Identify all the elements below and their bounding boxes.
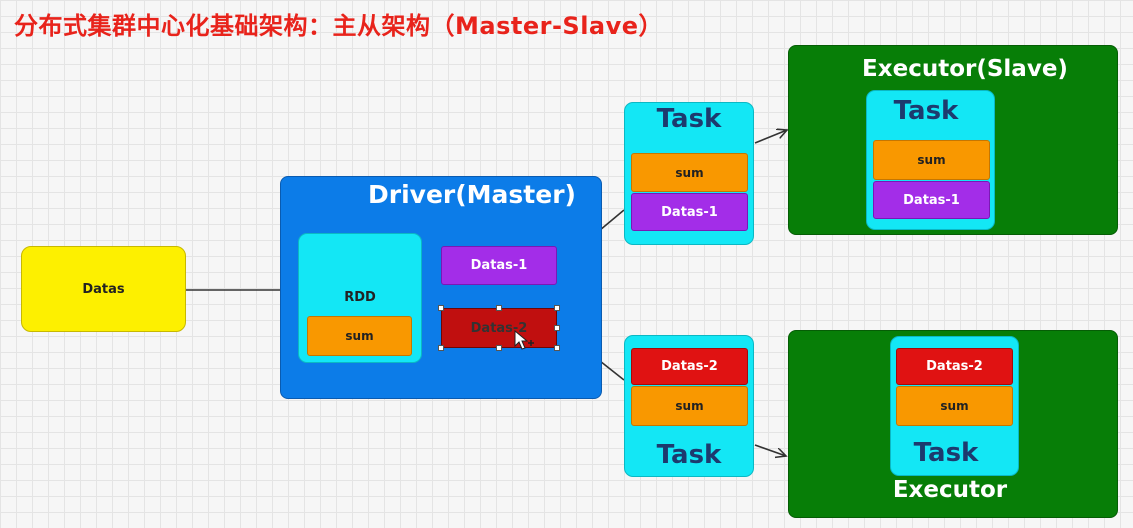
executor-bottom-task-title: Task — [913, 438, 979, 468]
executor-bottom-title: Executor — [892, 477, 1008, 503]
arrow-task-bottom-to-executor — [754, 444, 786, 456]
input-datas-box: Datas — [21, 246, 186, 332]
executor-top-title: Executor(Slave) — [862, 56, 1068, 82]
task-top-sum: sum — [631, 153, 748, 192]
selection-handle-br[interactable] — [554, 345, 560, 351]
executor-top-datas1: Datas-1 — [873, 181, 990, 219]
task-bottom-sum: sum — [631, 386, 748, 426]
selection-handle-r[interactable] — [554, 325, 560, 331]
arrow-task-top-to-executor — [754, 130, 787, 144]
task-top-datas1: Datas-1 — [631, 193, 748, 231]
executor-bottom-datas2: Datas-2 — [896, 348, 1013, 385]
selection-handle-t[interactable] — [496, 305, 502, 311]
executor-bottom-sum: sum — [896, 386, 1013, 426]
executor-top-sum: sum — [873, 140, 990, 180]
driver-datas1-box: Datas-1 — [441, 246, 557, 285]
move-cursor-icon — [514, 330, 534, 350]
task-bottom-title: Task — [656, 440, 722, 470]
selection-handle-tl[interactable] — [438, 305, 444, 311]
diagram-title: 分布式集群中心化基础架构：主从架构（Master-Slave） — [14, 12, 664, 40]
selection-handle-bl[interactable] — [438, 345, 444, 351]
driver-sum-box: sum — [307, 316, 412, 356]
executor-top-task-title: Task — [893, 96, 959, 126]
task-top-title: Task — [656, 104, 722, 134]
driver-title: Driver(Master) — [368, 180, 576, 209]
selection-handle-b[interactable] — [496, 345, 502, 351]
selection-handle-tr[interactable] — [554, 305, 560, 311]
driver-datas2-box-selected[interactable]: Datas-2 — [441, 308, 557, 348]
rdd-label: RDD — [344, 290, 376, 305]
driver-datas2-label: Datas-2 — [470, 320, 528, 336]
task-bottom-datas2: Datas-2 — [631, 348, 748, 385]
